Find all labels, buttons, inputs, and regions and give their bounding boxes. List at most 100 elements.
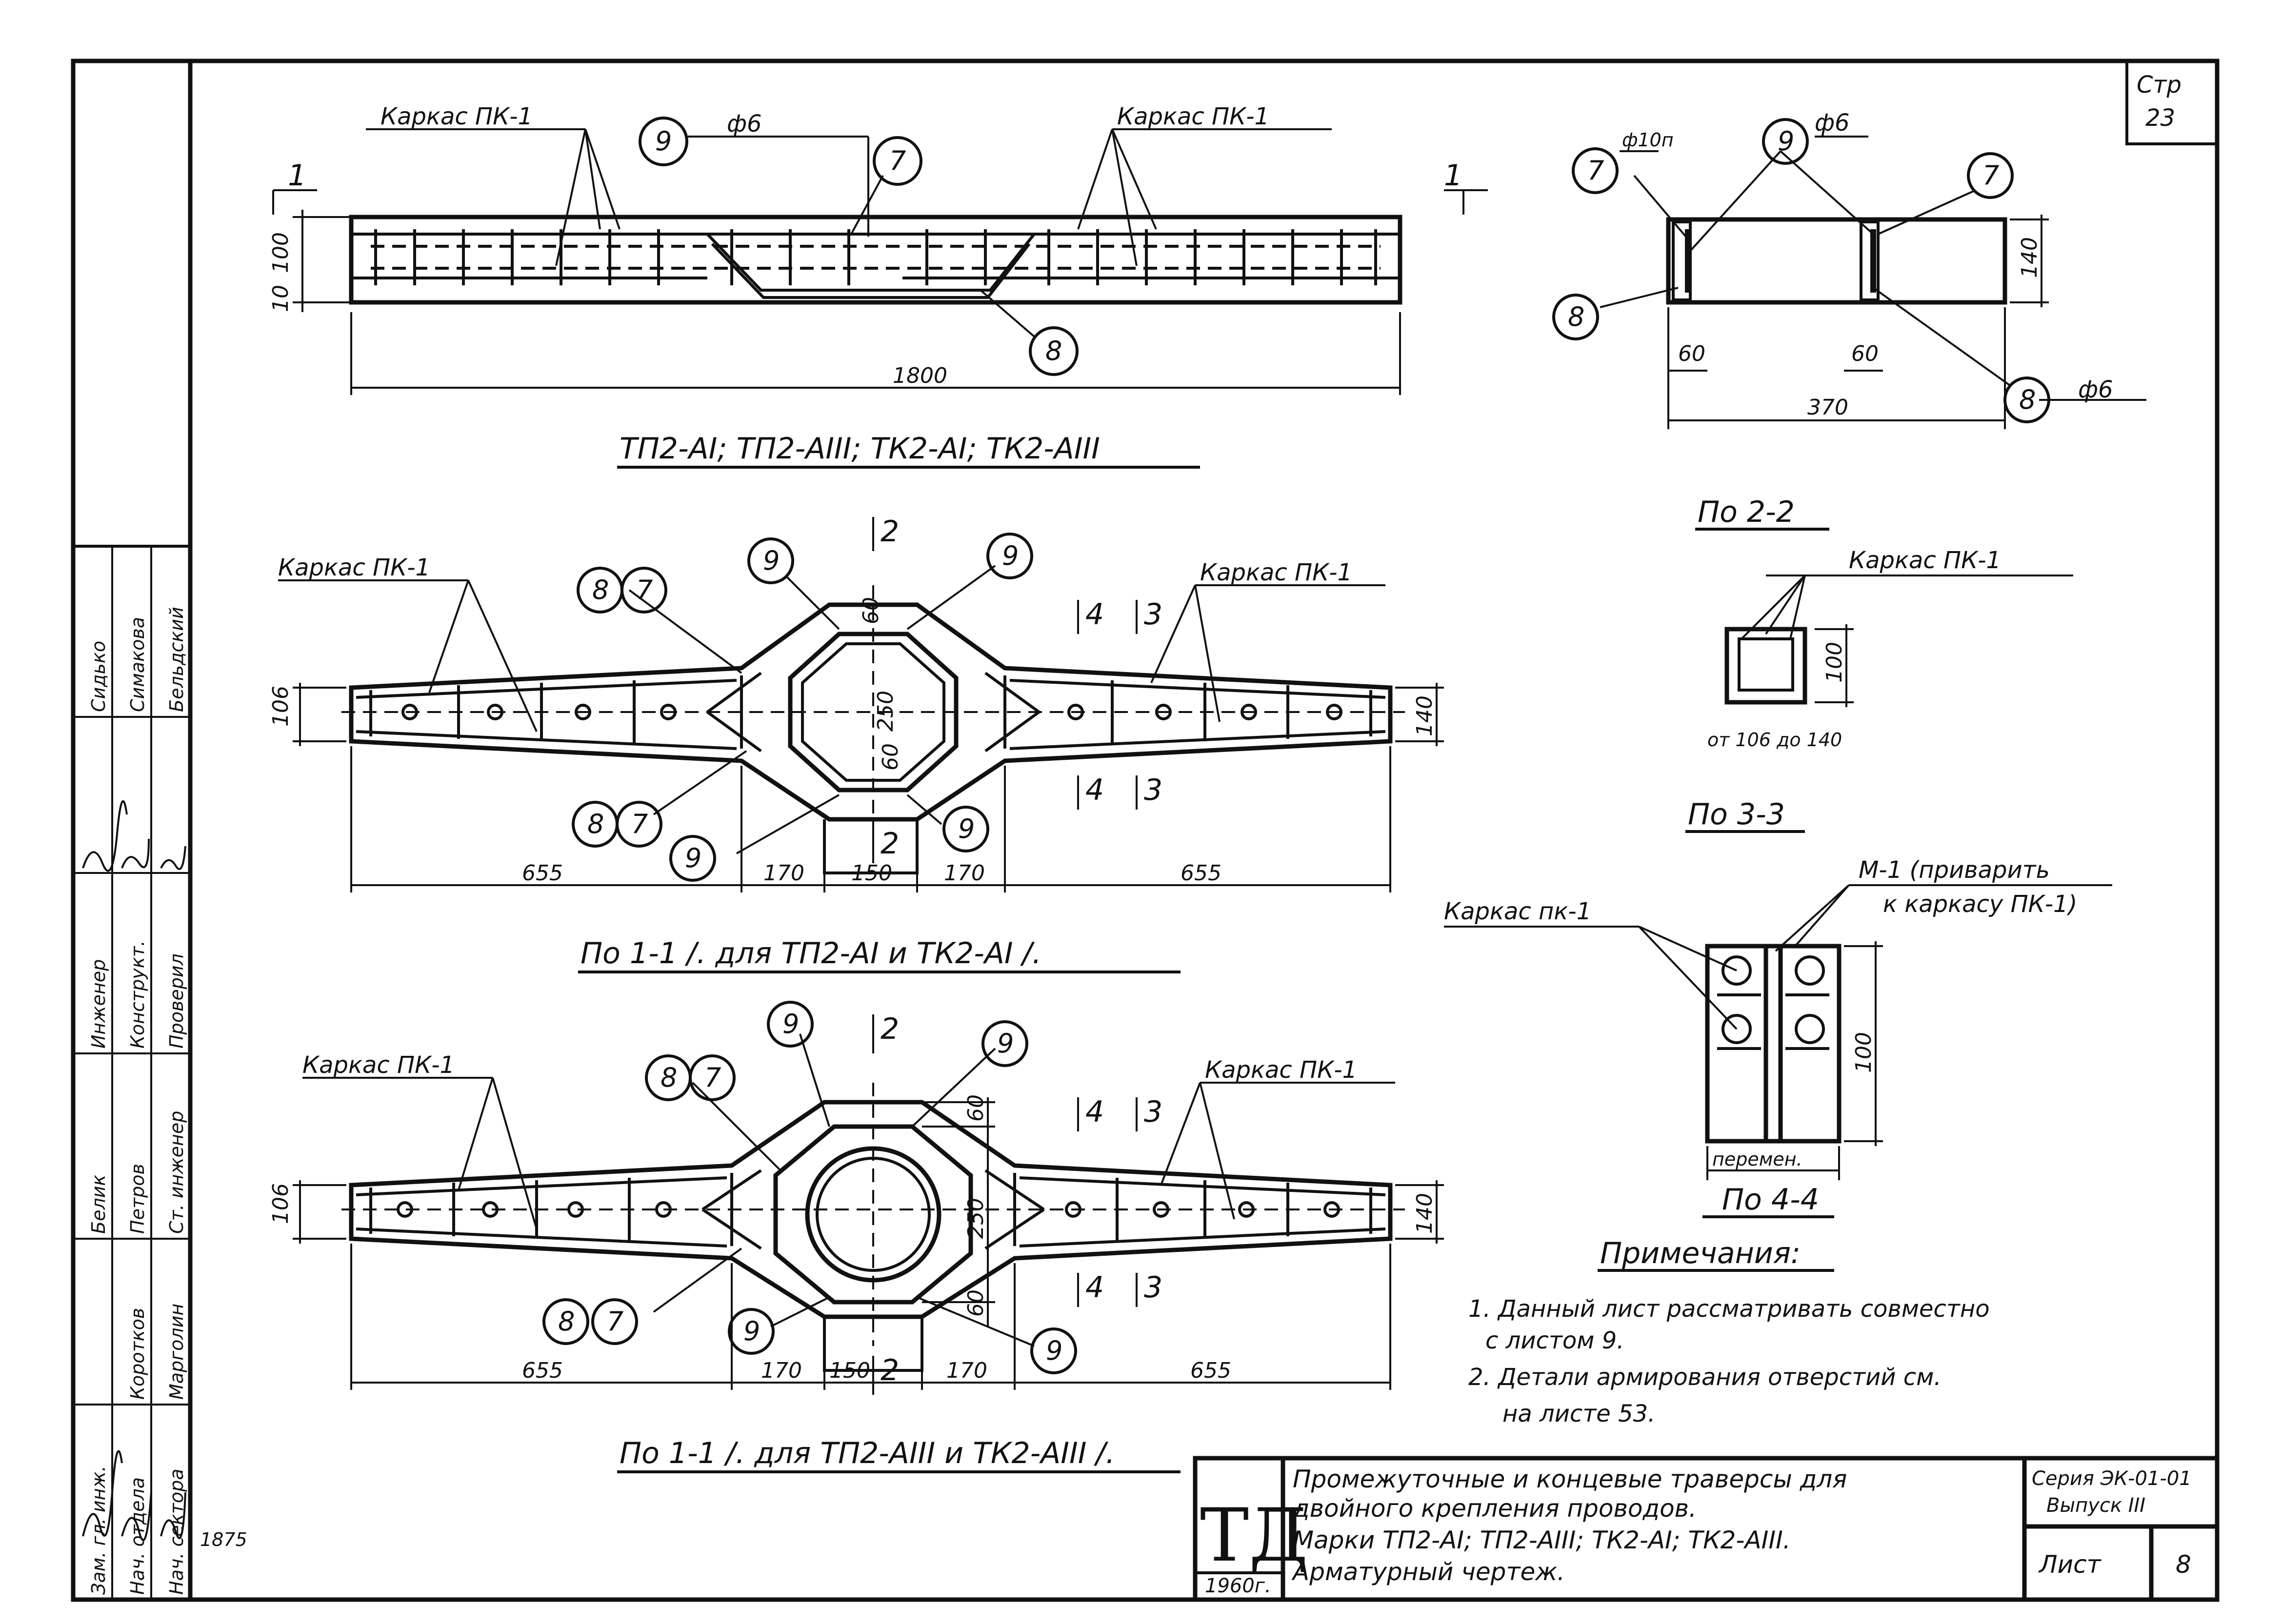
lower-plan-aiii	[293, 1014, 1444, 1395]
low-dim-170-left: 170	[761, 1358, 802, 1383]
bubble-7-sec-left	[1572, 147, 1619, 194]
bubble-8-top-label: 8	[1045, 336, 1062, 366]
sec370-phi6-bottom: ф6	[2078, 376, 2113, 403]
title-block-desc-4: Арматурный чертеж.	[1291, 1558, 1565, 1586]
bubble-7-low-bottom-label: 7	[607, 1306, 623, 1337]
sec370-dim-140: 140	[2017, 237, 2042, 278]
plan-title: ТП2-АI; ТП2-АIII; ТК2-АI; ТК2-АIII	[620, 432, 1100, 466]
sidebar-name-5: Сидько	[88, 641, 109, 712]
bubble-9-top-label: 9	[655, 126, 672, 157]
section-2-drawing	[1724, 574, 2073, 707]
sidebar-role-4: Ст. инженер	[166, 1111, 187, 1234]
bubble-7-sec-left-label: 7	[1587, 155, 1604, 186]
section-2-dim-range: от 106 до 140	[1707, 729, 1842, 751]
bubble-8-sec-left	[1552, 294, 1599, 340]
bubble-9-mid-top-left-label: 9	[763, 545, 780, 576]
title-block-desc-3: Марки ТП2-АI; ТП2-АIII; ТК2-АI; ТК2-АIII…	[1293, 1526, 1791, 1554]
low-dim-655-left: 655	[522, 1358, 563, 1383]
middle-plan-ai	[278, 517, 1444, 892]
mid-cut-4-bottom: 4	[1085, 773, 1104, 807]
sidebar-name-1: Белик	[88, 1175, 109, 1234]
mid-dim-108: 106	[268, 686, 293, 727]
title-block-year: 1960г.	[1205, 1575, 1271, 1597]
bubble-9-low-top-right-label: 9	[997, 1028, 1014, 1059]
bubble-7-mid-top-label: 7	[636, 574, 653, 605]
bubble-7-sec-right-label: 7	[1982, 160, 1999, 191]
sidebar-role-1: Зам. гл. инж.	[88, 1466, 109, 1595]
bubble-9-low-top-left-label: 9	[782, 1009, 799, 1039]
note-2-line-1: 2. Детали армирования отверстий см.	[1468, 1364, 1942, 1391]
title-block	[1193, 1456, 2220, 1602]
sidebar-role-5: Инженер	[88, 959, 109, 1049]
sidebar-name-2: Петров	[127, 1164, 148, 1234]
sidebar-name-4: Марголин	[166, 1304, 187, 1400]
sidebar-name-3: Коротков	[127, 1308, 148, 1400]
mid-cut-3-bottom: 3	[1144, 773, 1162, 807]
low-dim-170-right: 170	[946, 1358, 987, 1383]
bubble-7-low-top-label: 7	[704, 1062, 721, 1093]
top-dim-10: 10	[268, 285, 293, 312]
sidebar-role-6: Конструкт.	[127, 940, 148, 1049]
bubble-8-mid-top-label: 8	[592, 574, 609, 605]
section-2-frame-label: Каркас ПК-1	[1849, 547, 2001, 574]
mid-dim-655-left: 655	[522, 861, 563, 886]
section-3-m1-note2: к каркасу ПК-1)	[1883, 891, 2077, 918]
page-number-value: 23	[2145, 104, 2175, 132]
bubble-7-mid-top	[621, 567, 667, 614]
bubble-8-sec-right-label: 8	[2019, 384, 2036, 415]
mid-dim-170-right: 170	[944, 861, 985, 886]
title-block-series: Серия ЭК-01-01	[2032, 1467, 2192, 1490]
low-cut-2-bottom: 2	[881, 1353, 899, 1387]
sidebar-name-7: Бельдский	[166, 607, 187, 712]
bubble-9-top	[639, 117, 688, 166]
bubble-9-sec	[1762, 118, 1809, 165]
page-number-label: Стр	[2137, 71, 2182, 99]
sec370-phi6-top: ф6	[1815, 109, 1850, 137]
bubble-9-low-top-left	[767, 1001, 814, 1048]
bubble-7-top-label: 7	[889, 145, 906, 176]
title-block-sheet-label: Лист	[2038, 1550, 2102, 1579]
low-frame-label-left: Каркас ПК-1	[302, 1051, 455, 1079]
top-beam-plan	[272, 128, 1488, 395]
bubble-7-mid-bottom	[616, 801, 662, 848]
bubble-7-sec-right	[1967, 152, 2014, 199]
sidebar-name-6: Симакова	[127, 617, 148, 712]
bubble-8-low-bottom-label: 8	[558, 1306, 575, 1337]
bubble-9-sec-label: 9	[1778, 126, 1794, 157]
section-1b-title: По 1-1 /. для ТП2-АIII и ТК2-АIII /.	[620, 1436, 1115, 1470]
note-2-line-2: на листе 53.	[1502, 1400, 1655, 1427]
low-cut-4-top: 4	[1085, 1095, 1104, 1129]
mid-dim-140: 140	[1412, 695, 1437, 736]
section-4-title: По 4-4	[1722, 1183, 1819, 1217]
title-block-issue: Выпуск III	[2046, 1494, 2145, 1517]
title-block-desc-1: Промежуточные и концевые траверсы для	[1293, 1465, 1847, 1493]
bubble-9-low-top-right	[981, 1020, 1028, 1067]
low-dim-250: 250	[963, 1198, 988, 1239]
bubble-9-mid-top-left	[747, 537, 794, 584]
signatures	[82, 800, 186, 1541]
sec370-phi10p: ф10п	[1622, 129, 1674, 151]
bubble-7-mid-bottom-label: 7	[631, 809, 648, 839]
low-frame-label-right: Каркас ПК-1	[1205, 1056, 1357, 1084]
mid-cut-4-top: 4	[1085, 597, 1104, 632]
note-1-line-1: 1. Данный лист рассматривать совместно	[1468, 1295, 1990, 1323]
sec370-dim-60-left: 60	[1678, 341, 1705, 366]
bubble-9-low-bottom-left-label: 9	[743, 1316, 760, 1347]
low-dim-140: 140	[1412, 1193, 1437, 1234]
section-3-dim-var: перемен.	[1712, 1149, 1802, 1170]
low-dim-60-bottom: 60	[963, 1289, 988, 1317]
mid-frame-label-left: Каркас ПК-1	[278, 554, 430, 581]
low-dim-655-right: 655	[1190, 1358, 1231, 1383]
mid-dim-60-bottom: 60	[878, 743, 903, 771]
section-3-title: По 3-3	[1688, 797, 1785, 832]
cut-mark-1-right: 1	[1444, 158, 1462, 193]
top-phi6-label: ф6	[727, 110, 762, 138]
approval-sidebar	[72, 545, 192, 1601]
top-dim-100: 100	[268, 232, 293, 273]
top-dim-1800: 1800	[893, 363, 947, 388]
mid-frame-label-right: Каркас ПК-1	[1200, 559, 1352, 586]
mid-dim-150: 150	[851, 861, 892, 886]
top-frame-label-left: Каркас ПК-1	[380, 103, 533, 130]
mid-dim-170-left: 170	[763, 861, 804, 886]
